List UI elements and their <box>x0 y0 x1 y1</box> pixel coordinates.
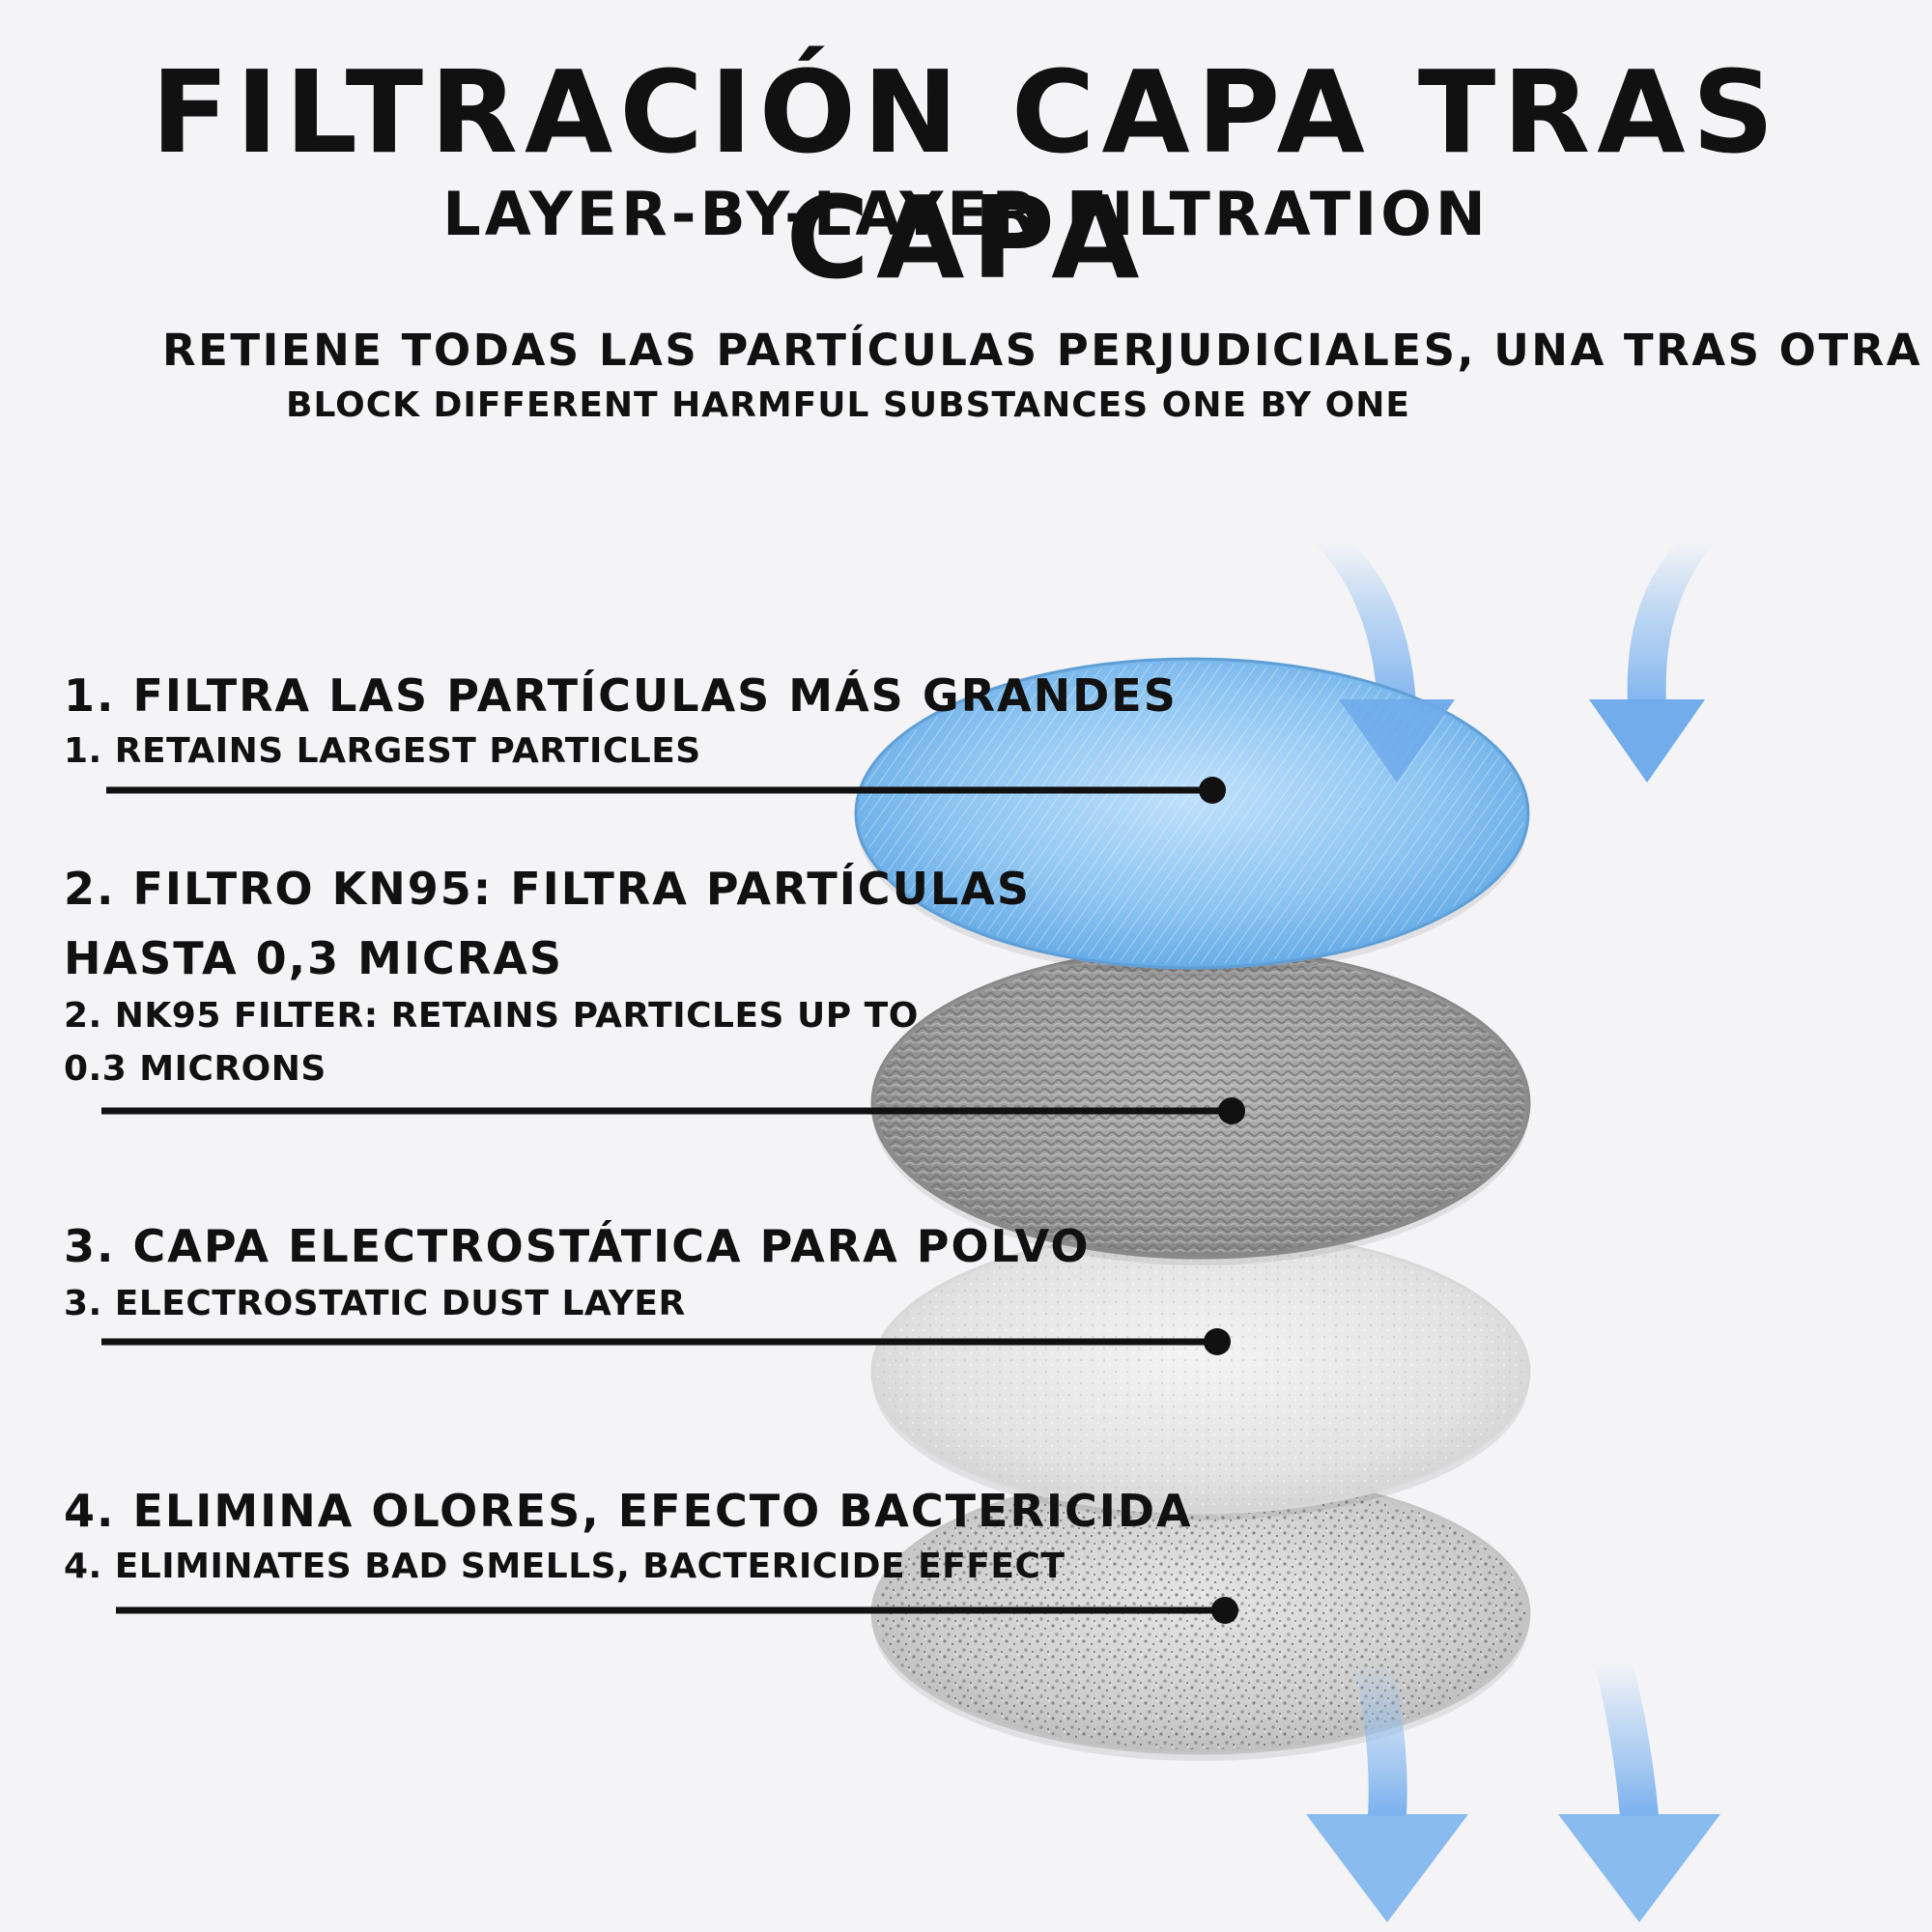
layer-texture <box>876 952 1525 1254</box>
leader-dot-2 <box>1218 1097 1245 1124</box>
leader-dot-1 <box>1199 777 1226 804</box>
layer-2-label-en: 2. NK95 FILTER: RETAINS PARTICLES UP TO 0… <box>64 989 919 1095</box>
leader-dot-3 <box>1204 1328 1231 1355</box>
layer-1-label-es: 1. FILTRA LAS PARTÍCULAS MÁS GRANDES <box>64 661 1178 730</box>
layer-1-label-en: 1. RETAINS LARGEST PARTICLES <box>64 724 701 778</box>
page-title-english: LAYER-BY-LAYER FILTRATION <box>442 179 1490 249</box>
airflow-in-arrow-1-shaft <box>1312 541 1416 705</box>
layer-label-line: 2. NK95 FILTER: RETAINS PARTICLES UP TO <box>64 996 919 1036</box>
page-title: FILTRACIÓN CAPA TRAS CAPA <box>151 45 1781 304</box>
filter-layer-2-grey-woven <box>870 947 1531 1265</box>
layer-label-line: 4. ELIMINA OLORES, EFECTO BACTERICIDA <box>64 1485 1193 1537</box>
page-subtitle: RETIENE TODAS LAS PARTÍCULAS PERJUDICIAL… <box>162 325 1923 376</box>
airflow-out-arrow-2-shaft <box>1594 1662 1659 1816</box>
layer-texture <box>860 663 1524 964</box>
layer-2-label-es: 2. FILTRO KN95: FILTRA PARTÍCULAS HASTA 0… <box>64 854 1031 993</box>
leader-dot-4 <box>1211 1597 1238 1624</box>
layer-label-line: 0.3 MICRONS <box>64 1049 327 1089</box>
airflow-out-arrow-2-head <box>1558 1814 1720 1922</box>
layer-label-line: HASTA 0,3 MICRAS <box>64 932 563 984</box>
layer-label-line: 2. FILTRO KN95: FILTRA PARTÍCULAS <box>64 863 1031 915</box>
layer-label-line: 4. ELIMINATES BAD SMELLS, BACTERICIDE EF… <box>64 1547 1065 1586</box>
filter-layer-3-light-grey-felt <box>870 1229 1531 1520</box>
airflow-out-arrow-1-shaft <box>1352 1662 1407 1816</box>
layer-4-label-es: 4. ELIMINA OLORES, EFECTO BACTERICIDA <box>64 1476 1193 1546</box>
airflow-in-arrow-1-tip <box>1339 699 1455 782</box>
layer-label-line: 3. ELECTROSTATIC DUST LAYER <box>64 1284 686 1323</box>
layer-label-line: 1. RETAINS LARGEST PARTICLES <box>64 731 701 771</box>
airflow-out-arrow-1-head <box>1306 1814 1468 1922</box>
layer-texture <box>876 1235 1525 1509</box>
filter-layer-1-blue-mesh <box>854 657 1530 976</box>
layer-4-label-en: 4. ELIMINATES BAD SMELLS, BACTERICIDE EF… <box>64 1540 1065 1593</box>
airflow-in-arrow-2-tip <box>1589 699 1705 782</box>
layer-3-label-en: 3. ELECTROSTATIC DUST LAYER <box>64 1277 686 1330</box>
layer-label-line: 3. CAPA ELECTROSTÁTICA PARA POLVO <box>64 1220 1091 1272</box>
layer-3-label-es: 3. CAPA ELECTROSTÁTICA PARA POLVO <box>64 1211 1090 1281</box>
airflow-in-arrow-2-shaft <box>1627 541 1718 705</box>
layer-label-line: 1. FILTRA LAS PARTÍCULAS MÁS GRANDES <box>64 669 1178 722</box>
page-subtitle-english: BLOCK DIFFERENT HARMFUL SUBSTANCES ONE B… <box>286 385 1410 425</box>
